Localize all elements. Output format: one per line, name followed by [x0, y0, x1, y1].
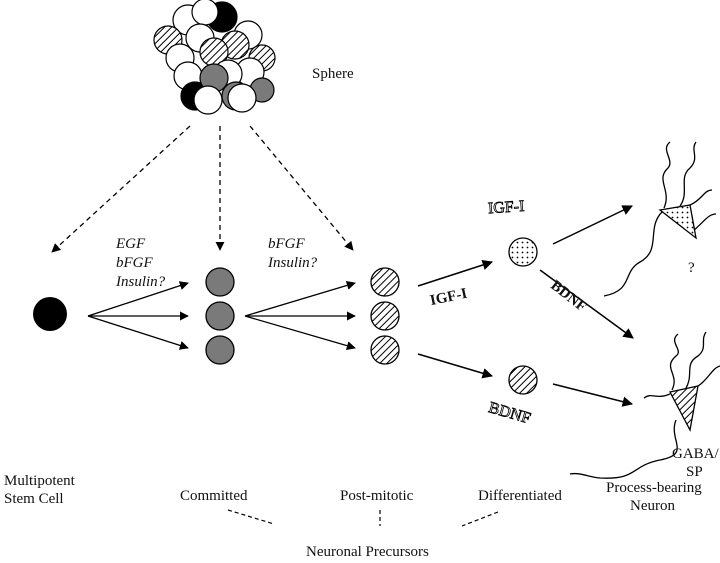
committed-cells: [205, 267, 235, 365]
multipotent-label-line1: Multipotent: [4, 473, 76, 489]
differentiated-label: Differentiated: [478, 488, 562, 504]
gaba-label-line2: SP: [686, 464, 703, 480]
bdnf-neuron: [569, 331, 720, 479]
stem-arrows: [87, 281, 189, 350]
process-bearing-label-line1: Process-bearing: [606, 480, 702, 496]
differentiation-arrows: [417, 259, 494, 379]
post-mitotic-cells: [370, 267, 400, 365]
sphere-cluster: [153, 0, 276, 115]
gf2-bfgf: bFGF: [268, 236, 305, 252]
igf-top-label: IGF-I: [487, 198, 525, 218]
gf1-bfgf: bFGF: [116, 255, 153, 271]
committed-arrows: [244, 280, 356, 351]
sphere-label: Sphere: [312, 66, 354, 82]
stem-cell: [33, 297, 67, 331]
neuronal-precursors-label: Neuronal Precursors: [306, 544, 429, 560]
gf1-insulin: Insulin?: [115, 274, 166, 290]
gaba-label-line1: GABA/: [672, 446, 720, 462]
igf-neuron: [603, 141, 717, 297]
gf1-egf: EGF: [115, 236, 146, 252]
igf-differentiated-cell: [508, 237, 538, 267]
question-mark: ?: [688, 260, 695, 276]
committed-label: Committed: [180, 488, 248, 504]
post-mitotic-label: Post-mitotic: [340, 488, 414, 504]
multipotent-label-line2: Stem Cell: [4, 491, 64, 507]
bdnf-arrow-label: BDNF: [547, 278, 589, 316]
bdnf-bottom-label: BDNF: [487, 399, 533, 427]
dashed-arrows: [51, 125, 354, 253]
neuron-arrows: [539, 205, 634, 407]
igf-arrow-label: IGF-I: [429, 286, 469, 309]
process-bearing-label-line2: Neuron: [630, 498, 675, 514]
bdnf-differentiated-cell: [508, 365, 538, 395]
gf2-insulin: Insulin?: [267, 255, 318, 271]
precursor-brackets: [227, 509, 499, 527]
